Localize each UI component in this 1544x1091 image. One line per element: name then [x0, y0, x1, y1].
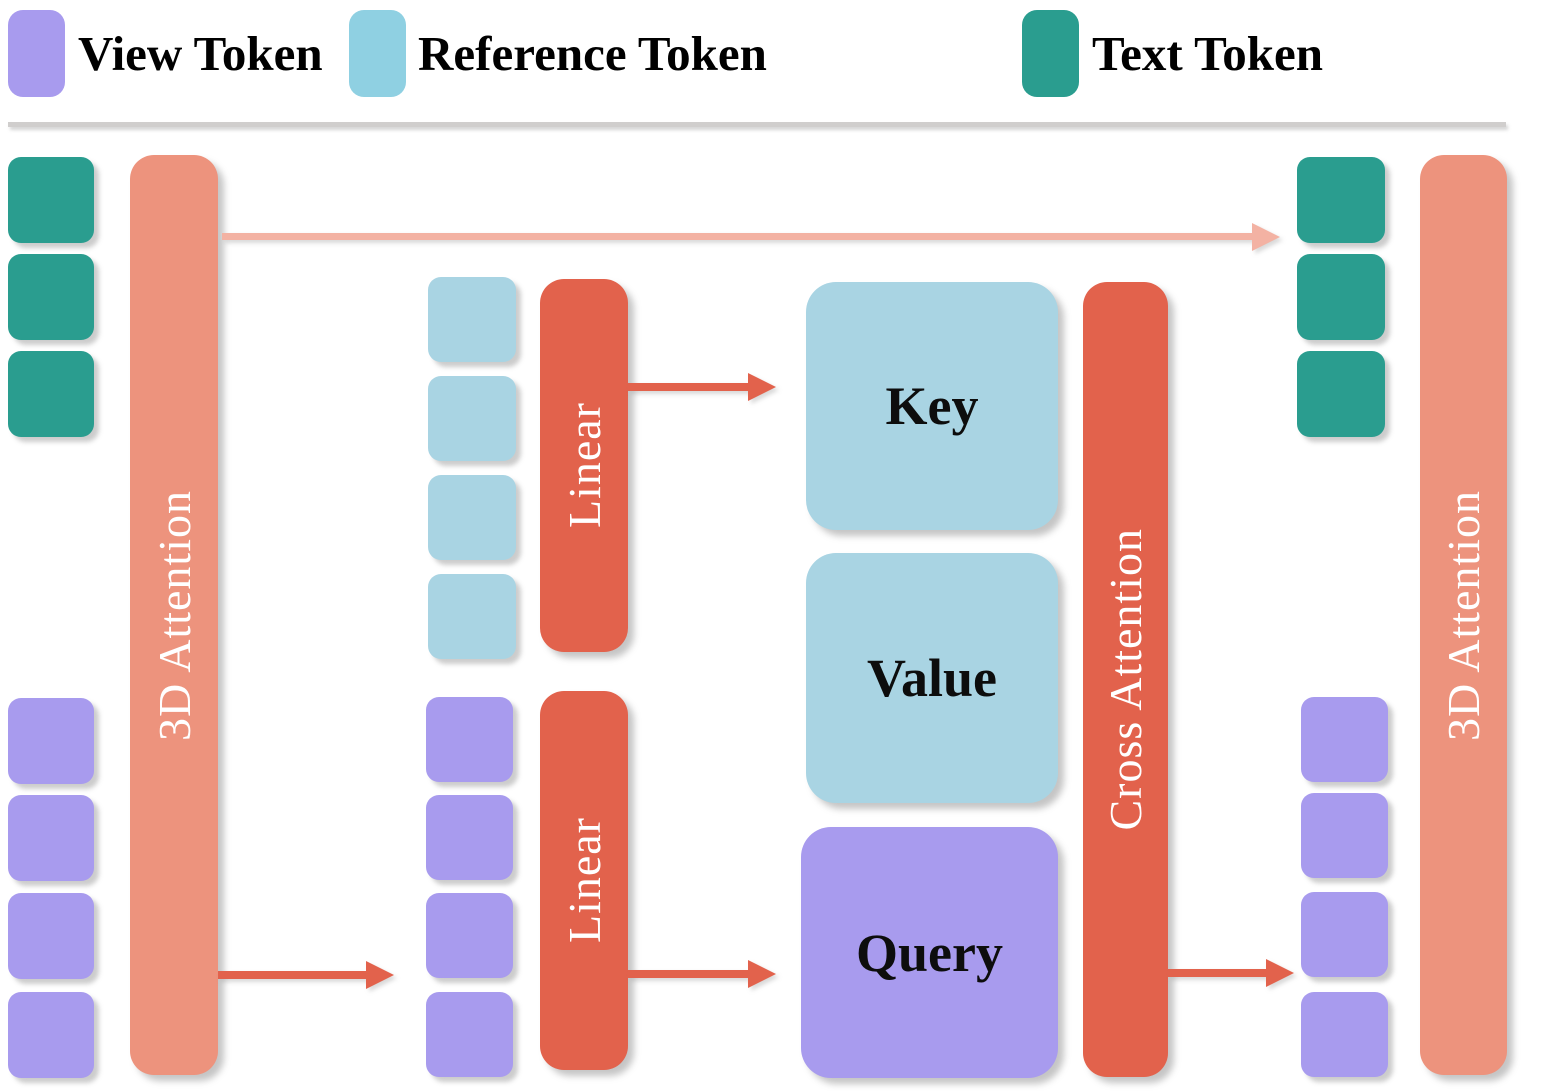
key-label: Key [885, 376, 979, 436]
text-token [1297, 254, 1385, 340]
reference-token [428, 574, 516, 659]
text-token [1297, 157, 1385, 243]
value-label: Value [866, 648, 998, 708]
value-box: Value [806, 553, 1058, 803]
cross-attention-bar: Cross Attention [1083, 282, 1168, 1077]
view-token [8, 893, 94, 979]
view-token [1301, 892, 1388, 977]
left-3d-attention-label: 3D Attention [148, 489, 200, 741]
view-token [426, 795, 513, 880]
linear-bottom-label: Linear [558, 817, 610, 944]
view-token [426, 893, 513, 978]
linear-top-label: Linear [558, 402, 610, 529]
cross-attention-label: Cross Attention [1100, 528, 1151, 831]
view-token [1301, 697, 1388, 782]
view-token [426, 697, 513, 782]
text-token [8, 157, 94, 243]
legend-swatch-reference-token [349, 10, 406, 97]
reference-token [428, 277, 516, 362]
text-token [1297, 351, 1385, 437]
view-token [8, 795, 94, 881]
view-token [1301, 992, 1388, 1077]
text-token [8, 254, 94, 340]
view-token [1301, 793, 1388, 878]
legend-label-reference-token: Reference Token [418, 26, 767, 81]
right-3d-attention-label: 3D Attention [1438, 489, 1489, 741]
view-token [426, 992, 513, 1077]
legend-swatch-text-token [1022, 10, 1079, 97]
legend-swatch-view-token [8, 10, 65, 97]
linear-top-bar: Linear [540, 279, 628, 652]
reference-token [428, 376, 516, 461]
legend-label-view-token: View Token [78, 26, 323, 81]
legend-divider [8, 122, 1506, 127]
view-token [8, 698, 94, 784]
reference-token [428, 475, 516, 560]
query-label: Query [856, 922, 1003, 983]
key-box: Key [806, 282, 1058, 530]
text-token [8, 351, 94, 437]
legend-label-text-token: Text Token [1092, 26, 1324, 81]
right-3d-attention-bar: 3D Attention [1420, 155, 1507, 1075]
left-3d-attention-bar: 3D Attention [130, 155, 218, 1075]
linear-bottom-bar: Linear [540, 691, 628, 1070]
view-token [8, 992, 94, 1078]
query-box: Query [801, 827, 1058, 1078]
